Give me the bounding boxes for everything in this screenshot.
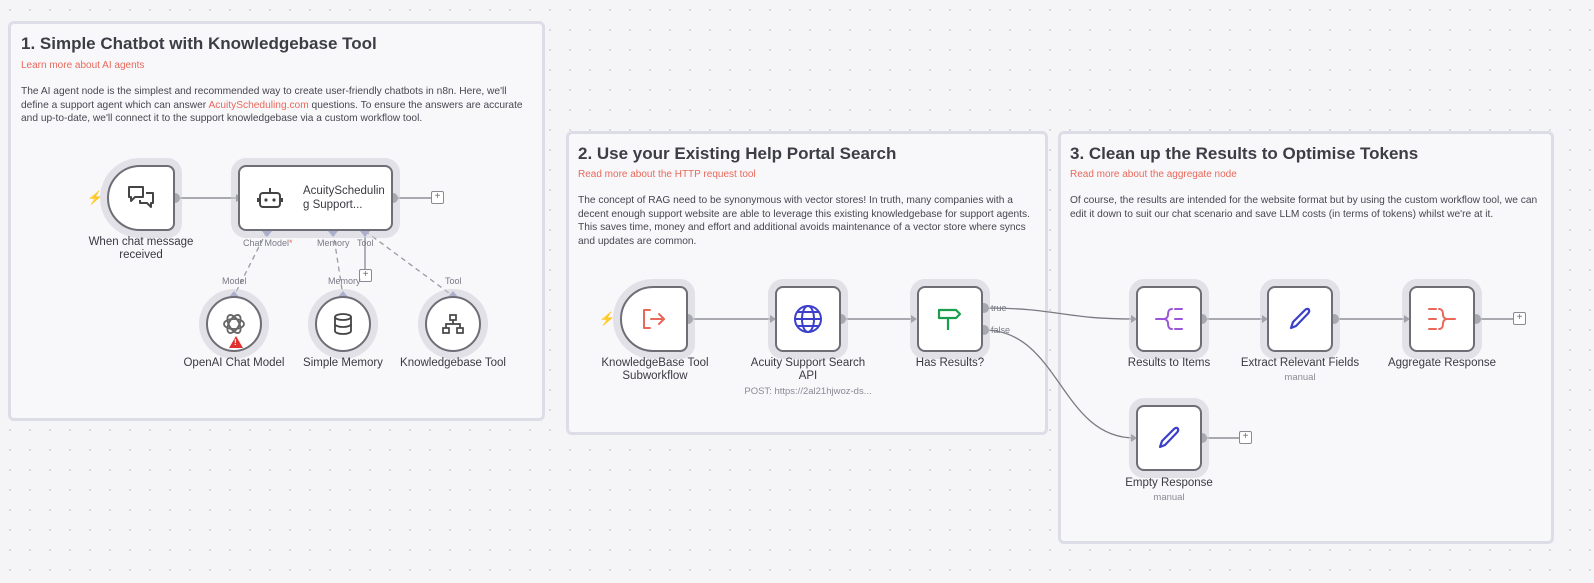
node-kb-subworkflow-trigger[interactable] — [620, 286, 688, 352]
node-empty-response-sublabel: manual — [1153, 492, 1185, 503]
sticky-3-link[interactable]: Read more about the aggregate node — [1070, 169, 1237, 180]
sticky-1-desc-b: questions. To ensure the answers are acc… — [21, 99, 523, 125]
node-has-results-label: Has Results? — [915, 357, 985, 369]
robot-icon — [257, 188, 283, 208]
sticky-3-description: Of course, the results are intended for … — [1070, 195, 1538, 220]
node-extract-fields-sublabel: manual — [1284, 372, 1316, 383]
warning-icon: ! — [229, 336, 243, 348]
sub-port-label-tool: Tool — [445, 276, 462, 286]
node-has-results-if[interactable] — [917, 286, 983, 352]
database-icon — [334, 313, 352, 335]
node-openai-chat-model[interactable]: ! — [206, 296, 262, 352]
node-chat-trigger[interactable] — [107, 165, 175, 231]
node-openai-label: OpenAI Chat Model — [183, 357, 285, 369]
aggregate-icon — [1428, 308, 1456, 330]
pen-icon — [1158, 426, 1180, 449]
if-true-label: true — [991, 303, 1007, 313]
split-out-icon — [1155, 308, 1183, 330]
if-false-label: false — [991, 325, 1011, 335]
sign-in-icon — [643, 309, 665, 329]
edge-model-dashed — [233, 230, 268, 297]
node-results-to-items-label: Results to Items — [1127, 357, 1211, 369]
node-kb-tool-label: Knowledgebase Tool — [400, 357, 506, 369]
node-aggregate-label: Aggregate Response — [1387, 357, 1497, 369]
add-node-after-agent-button[interactable]: + — [431, 191, 444, 204]
add-node-after-empty-button[interactable]: + — [1239, 431, 1252, 444]
edge-tool-dashed — [364, 230, 454, 297]
sticky-1-description: The AI agent node is the simplest and re… — [21, 85, 536, 126]
trigger-bolt-icon: ⚡ — [87, 190, 104, 205]
node-knowledgebase-tool[interactable] — [425, 296, 481, 352]
add-tool-button[interactable]: + — [359, 269, 372, 282]
port-label-tool: Tool — [357, 238, 374, 248]
sticky-1-link[interactable]: Learn more about AI agents — [21, 60, 145, 71]
port-label-memory: Memory — [317, 238, 350, 248]
node-empty-response[interactable] — [1136, 405, 1202, 471]
sticky-2-description: The concept of RAG need to be synonymous… — [578, 195, 1030, 247]
sub-port-label-model: Model — [222, 276, 247, 286]
sticky-1-desc-a: The AI agent node is the simplest and re… — [21, 86, 507, 111]
node-extract-relevant-fields[interactable] — [1267, 286, 1333, 352]
signpost-icon — [937, 308, 962, 330]
edge-memory-dashed — [332, 230, 344, 297]
pen-icon — [1289, 307, 1311, 330]
sticky-3-title: 3. Clean up the Results to Optimise Toke… — [1070, 144, 1419, 163]
node-acuity-api-sublabel: POST: https://2al21hjwoz-ds... — [744, 386, 872, 397]
sticky-note-1[interactable]: 1. Simple Chatbot with Knowledgebase Too… — [8, 21, 545, 421]
chat-bubbles-icon — [128, 186, 154, 208]
sticky-note-2[interactable]: 2. Use your Existing Help Portal Search … — [566, 131, 1048, 435]
node-results-to-items[interactable] — [1136, 286, 1202, 352]
sitemap-icon — [442, 314, 464, 334]
edge-if-true-to-results — [983, 307, 1136, 320]
port-label-chat-model: Chat Model* — [243, 238, 293, 248]
sub-port-label-memory: Memory — [328, 276, 361, 286]
globe-icon — [794, 305, 822, 333]
edge-if-false-to-empty — [983, 329, 1136, 439]
node-extract-fields-label: Extract Relevant Fields — [1240, 357, 1360, 369]
node-simple-memory[interactable] — [315, 296, 371, 352]
node-memory-label: Simple Memory — [303, 357, 383, 369]
node-empty-response-label: Empty Response — [1125, 477, 1213, 489]
sticky-1-title: 1. Simple Chatbot with Knowledgebase Too… — [21, 34, 377, 53]
node-acuity-support-search-api[interactable] — [775, 286, 841, 352]
add-node-after-aggregate-button[interactable]: + — [1513, 312, 1526, 325]
sticky-1-desc-link[interactable]: AcuityScheduling.com — [208, 99, 309, 111]
sticky-2-title: 2. Use your Existing Help Portal Search — [578, 144, 897, 163]
trigger-bolt-icon: ⚡ — [599, 311, 616, 326]
openai-icon — [223, 314, 245, 334]
sticky-2-link[interactable]: Read more about the HTTP request tool — [578, 169, 756, 180]
node-aggregate-response[interactable] — [1409, 286, 1475, 352]
